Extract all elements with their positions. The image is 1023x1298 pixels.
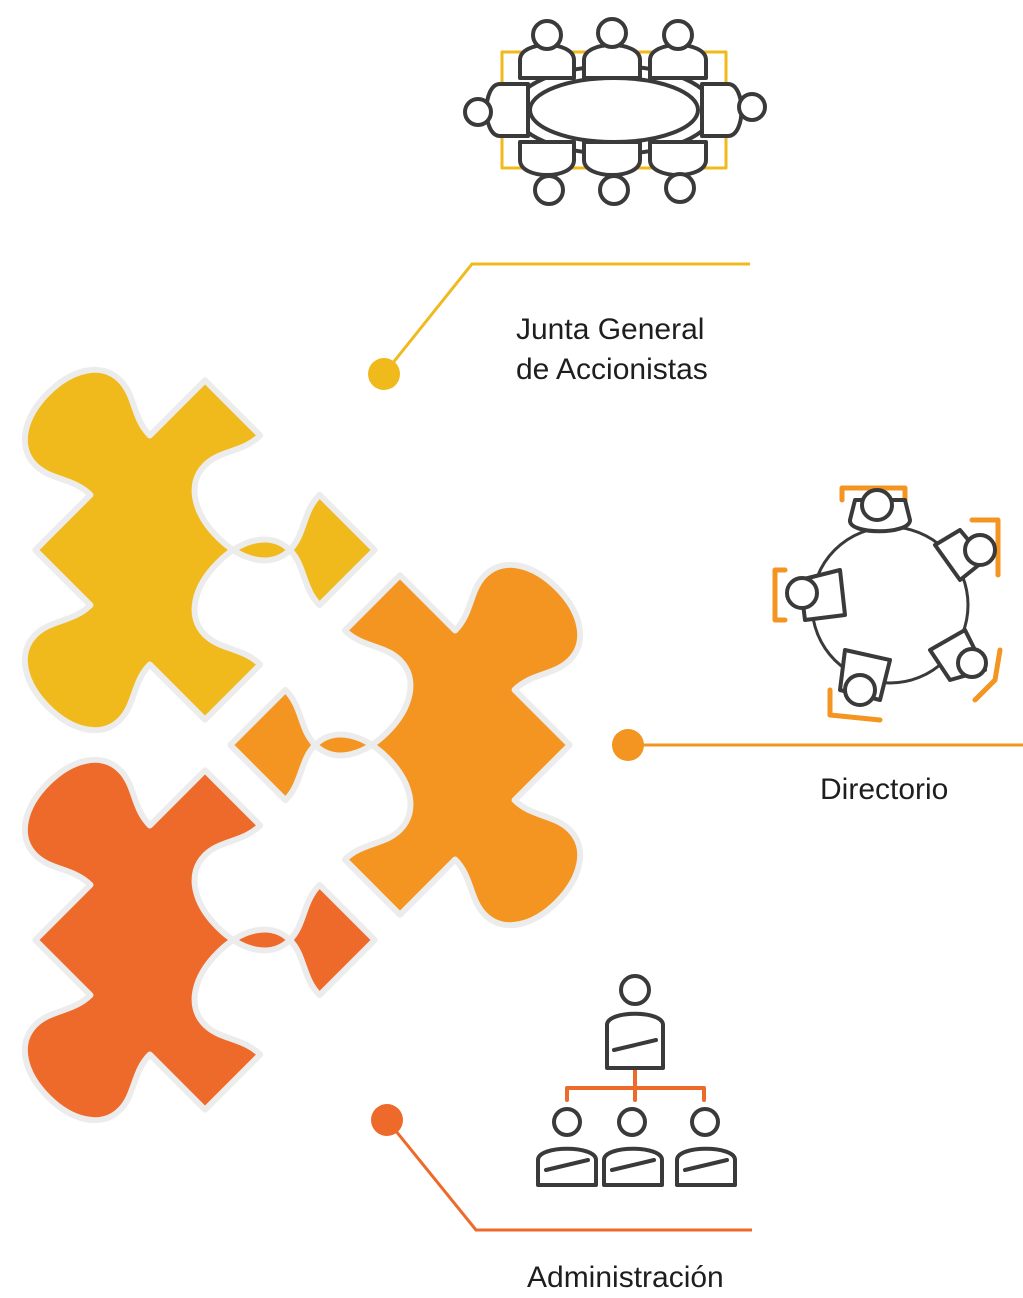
conference-table-icon [463, 17, 767, 206]
connector-directorio [612, 729, 1023, 761]
administracion-label: Administración [527, 1261, 724, 1294]
connector-administracion [371, 1104, 752, 1232]
junta-general-label: Junta General de Accionistas [516, 310, 708, 390]
junta-label-line2: de Accionistas [516, 353, 708, 386]
junta-dot-icon [368, 358, 400, 390]
directorio-label: Directorio [820, 773, 949, 806]
administracion-dot-icon [371, 1104, 403, 1136]
junta-label-line1: Junta General [516, 313, 705, 346]
org-hierarchy-icon [536, 974, 737, 1187]
puzzle-piece-administracion [0, 698, 375, 1182]
round-table-meeting-icon [772, 485, 1003, 723]
connector-junta [368, 262, 750, 390]
directorio-dot-icon [612, 729, 644, 761]
puzzle-piece-junta [0, 308, 375, 792]
